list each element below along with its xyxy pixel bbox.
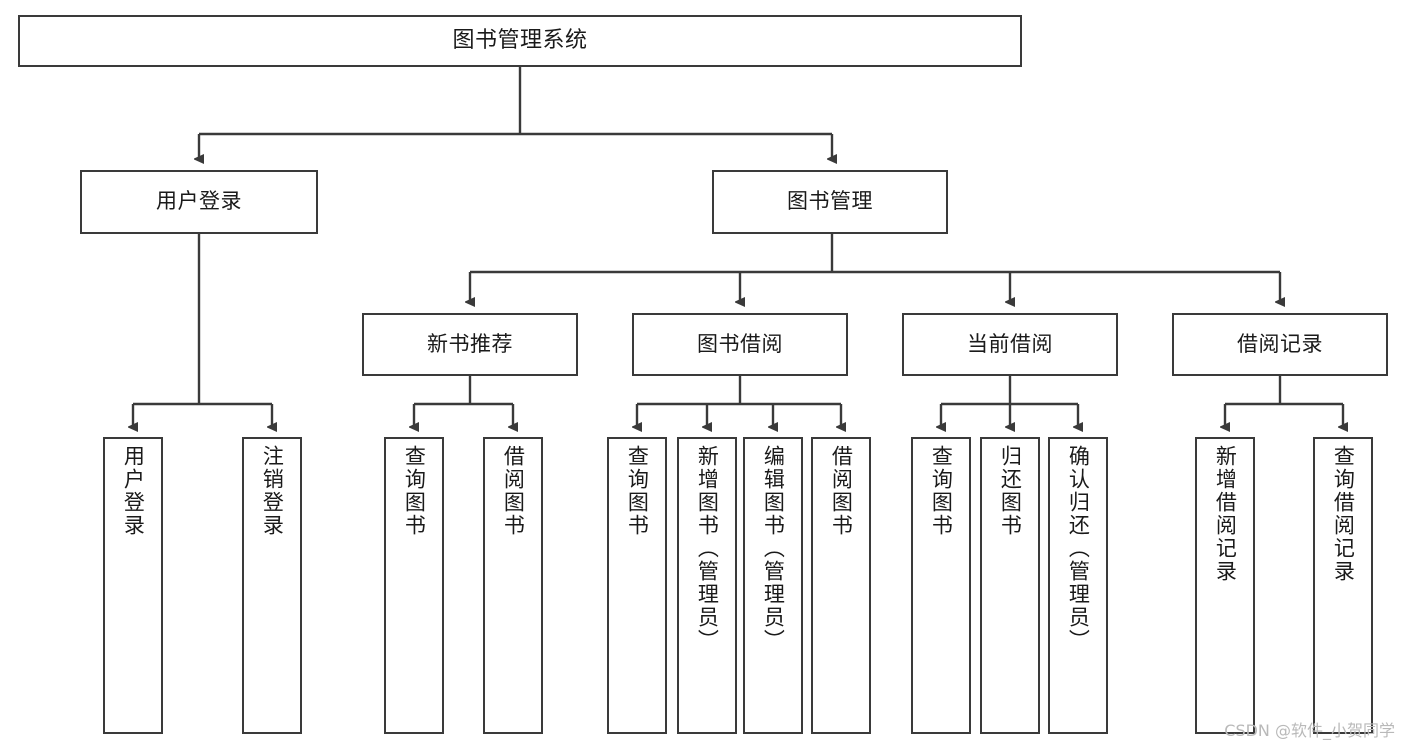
node-leaf-query-book-2-label: 查询图书 bbox=[625, 445, 650, 537]
node-leaf-query-record-label: 查询借阅记录 bbox=[1331, 445, 1356, 583]
node-borrow-record-label: 借阅记录 bbox=[1237, 331, 1323, 356]
node-leaf-query-book-2[interactable]: 查询图书 bbox=[607, 437, 667, 734]
node-new-book-recommend[interactable]: 新书推荐 bbox=[362, 313, 578, 376]
node-new-book-recommend-label: 新书推荐 bbox=[427, 331, 513, 356]
node-user-login[interactable]: 用户登录 bbox=[80, 170, 318, 234]
node-current-borrow[interactable]: 当前借阅 bbox=[902, 313, 1118, 376]
node-leaf-user-logout[interactable]: 注销登录 bbox=[242, 437, 302, 734]
node-leaf-add-record[interactable]: 新增借阅记录 bbox=[1195, 437, 1255, 734]
node-leaf-add-book-label: 新增图书（管理员） bbox=[695, 445, 720, 652]
node-leaf-user-login[interactable]: 用户登录 bbox=[103, 437, 163, 734]
node-root[interactable]: 图书管理系统 bbox=[18, 15, 1022, 67]
node-current-borrow-label: 当前借阅 bbox=[967, 331, 1053, 356]
node-leaf-confirm-return-label: 确认归还（管理员） bbox=[1066, 445, 1091, 652]
node-leaf-user-logout-label: 注销登录 bbox=[260, 445, 285, 537]
node-leaf-borrow-book-2-label: 借阅图书 bbox=[829, 445, 854, 537]
node-leaf-add-record-label: 新增借阅记录 bbox=[1213, 445, 1238, 583]
node-leaf-query-book-3[interactable]: 查询图书 bbox=[911, 437, 971, 734]
node-leaf-add-book[interactable]: 新增图书（管理员） bbox=[677, 437, 737, 734]
node-borrow-record[interactable]: 借阅记录 bbox=[1172, 313, 1388, 376]
node-book-management-label: 图书管理 bbox=[787, 189, 873, 214]
node-root-label: 图书管理系统 bbox=[452, 27, 588, 53]
watermark: CSDN @软件_小贺同学 bbox=[1224, 721, 1395, 740]
node-leaf-return-book-label: 归还图书 bbox=[998, 445, 1023, 537]
node-leaf-user-login-label: 用户登录 bbox=[121, 445, 146, 537]
node-leaf-return-book[interactable]: 归还图书 bbox=[980, 437, 1040, 734]
node-book-borrow[interactable]: 图书借阅 bbox=[632, 313, 848, 376]
node-book-management[interactable]: 图书管理 bbox=[712, 170, 948, 234]
node-leaf-query-record[interactable]: 查询借阅记录 bbox=[1313, 437, 1373, 734]
node-leaf-borrow-book-1[interactable]: 借阅图书 bbox=[483, 437, 543, 734]
node-leaf-query-book-1-label: 查询图书 bbox=[402, 445, 427, 537]
node-leaf-borrow-book-2[interactable]: 借阅图书 bbox=[811, 437, 871, 734]
node-leaf-edit-book-label: 编辑图书（管理员） bbox=[761, 445, 786, 652]
node-leaf-borrow-book-1-label: 借阅图书 bbox=[501, 445, 526, 537]
node-user-login-label: 用户登录 bbox=[156, 189, 242, 214]
node-leaf-edit-book[interactable]: 编辑图书（管理员） bbox=[743, 437, 803, 734]
node-leaf-confirm-return[interactable]: 确认归还（管理员） bbox=[1048, 437, 1108, 734]
node-leaf-query-book-1[interactable]: 查询图书 bbox=[384, 437, 444, 734]
node-leaf-query-book-3-label: 查询图书 bbox=[929, 445, 954, 537]
node-book-borrow-label: 图书借阅 bbox=[697, 331, 783, 356]
